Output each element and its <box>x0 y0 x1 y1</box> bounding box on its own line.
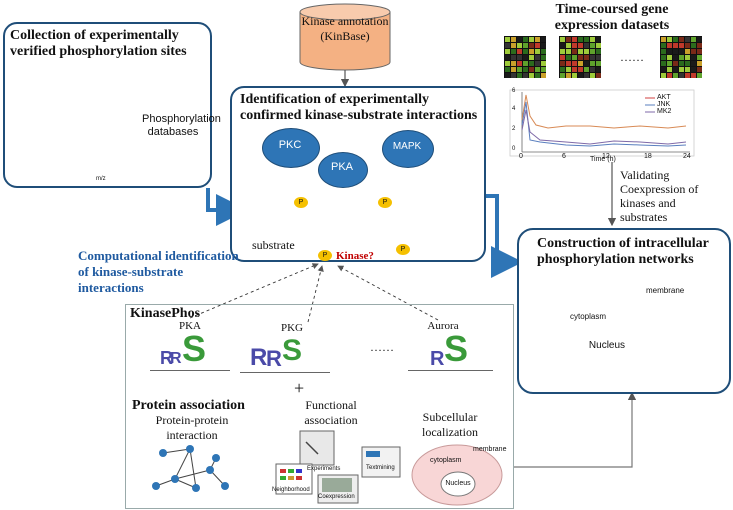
chart-yticks: 0 2 4 6 <box>512 88 520 154</box>
logo-ellipsis: …… <box>370 340 394 354</box>
aurora-dashed-arrow <box>337 265 439 321</box>
legend-jnk: JNK <box>657 101 671 108</box>
xtick: 18 <box>644 153 652 160</box>
heatmap-1 <box>504 36 546 78</box>
cell-membrane-label: membrane <box>473 446 507 453</box>
subcellular-localization-label: Subcellular localization <box>422 410 478 439</box>
pkg-dashed-arrow <box>307 265 324 323</box>
ytick: 4 <box>512 106 516 112</box>
kinbase-cylinder <box>299 3 391 71</box>
sequence-logo-aurora: R S <box>408 328 493 374</box>
plus-sign: + <box>294 378 305 398</box>
kinase-pka <box>318 152 368 188</box>
functional-association-label: Functional association <box>304 398 358 427</box>
legend-mk2: MK2 <box>657 108 672 115</box>
phospho-site-badge: P <box>378 197 392 208</box>
identification-to-construction-arrow <box>482 194 523 278</box>
collection-title: Collection of experimentally verified ph… <box>10 28 187 59</box>
legend-akt: AKT <box>657 94 671 101</box>
ppi-network <box>152 445 229 492</box>
construction-membrane-label: membrane <box>646 286 685 295</box>
card-coexpression: Coexpression <box>318 494 355 500</box>
subcellular-cell <box>411 444 503 506</box>
collection-to-identification-arrow <box>206 188 248 226</box>
card-neighborhood: Neighborhood <box>272 487 310 493</box>
construction-box <box>517 228 731 394</box>
construction-title: Construction of intracellular phosphoryl… <box>537 236 709 267</box>
validating-label: Validating Coexpression of kinases and s… <box>620 168 699 224</box>
phospho-site-badge: P <box>318 250 332 261</box>
identification-title: Identification of experimentally confirm… <box>240 92 478 123</box>
xtick: 0 <box>519 153 523 160</box>
phospho-site-badge: P <box>294 197 308 208</box>
substrate-label: substrate <box>252 238 295 252</box>
ppi-label: Protein-protein interaction <box>155 413 229 442</box>
ytick: 0 <box>512 146 516 152</box>
ms-xlabel: m/z <box>96 176 106 182</box>
cell-nucleus-label: Nucleus <box>445 480 471 487</box>
kinase-question-label: Kinase? <box>336 250 374 262</box>
kinasephos-title: KinasePhos <box>130 306 201 321</box>
xtick: 24 <box>683 153 691 160</box>
kinase-mapk-label: MAPK <box>392 141 422 152</box>
sequence-logo-pka: R R S <box>150 328 230 374</box>
construction-cytoplasm-label: cytoplasm <box>570 312 607 321</box>
card-experiments: Experiments <box>307 466 341 472</box>
expression-chart <box>509 89 695 157</box>
logo-label-aurora: Aurora <box>427 320 459 332</box>
kinase-pka-label: PKA <box>330 161 353 173</box>
heatmap-3 <box>660 36 702 78</box>
computational-label: Computational identification of kinase-s… <box>78 248 239 295</box>
ytick: 2 <box>512 126 516 132</box>
heatmap-2 <box>559 36 601 78</box>
kinasephos-box <box>125 304 514 509</box>
chart-xticks: 0 6 12 18 24 <box>519 153 694 161</box>
chart-legend: AKT JNK MK2 <box>657 94 671 115</box>
sequence-logo-pkg: R R S <box>240 334 330 376</box>
collection-box <box>3 22 212 188</box>
heatmap-ellipsis: …… <box>620 50 644 64</box>
kinase-pkc-label: PKC <box>278 139 302 151</box>
card-textmining: Textmining <box>366 465 395 471</box>
timecourse-title: Time-coursed gene expression datasets <box>554 2 670 33</box>
construction-nucleus-label: Nucleus <box>588 340 626 351</box>
kinase-mapk <box>382 130 434 168</box>
association-to-construction-arrow <box>513 391 637 468</box>
phosphorylation-databases-label: Phosphorylation databases <box>142 113 221 138</box>
kinase-pkc <box>262 128 320 168</box>
phospho-site-badge: P <box>396 244 410 255</box>
logo-label-pka: PKA <box>178 320 201 332</box>
logo-label-pkg: PKG <box>280 322 303 334</box>
cell-cytoplasm-label: cytoplasm <box>430 457 462 464</box>
kinbase-label: Kinase annotation (KinBase) <box>301 14 389 43</box>
chart-xlabel: Time (h) <box>590 156 616 163</box>
functional-cards <box>275 430 401 504</box>
xtick: 6 <box>562 153 566 160</box>
xtick: 12 <box>602 153 610 160</box>
ytick: 6 <box>512 88 516 94</box>
protein-association-title: Protein association <box>132 398 245 413</box>
pka-dashed-arrow <box>189 263 319 319</box>
